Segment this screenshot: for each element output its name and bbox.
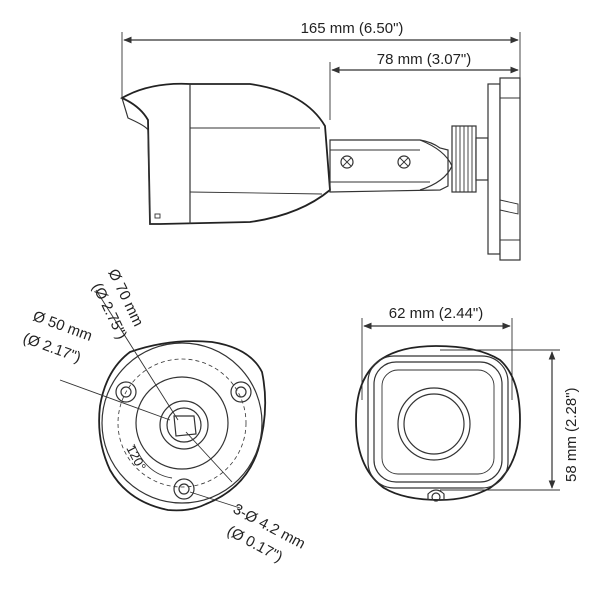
angle-label: 120° (123, 442, 149, 473)
front-view: 62 mm (2.44") 58 mm (2.28") (355, 305, 580, 502)
bottom-housing-outline (98, 340, 267, 512)
front-height-label: 58 mm (2.28") (563, 387, 580, 482)
front-housing-outline (355, 345, 521, 501)
camera-lens (397, 387, 471, 461)
bracket-length-label: 78 mm (3.07") (377, 51, 472, 68)
camera-body-side (120, 82, 331, 225)
mounting-base-side (487, 77, 521, 261)
mounting-hole-2 (230, 381, 252, 403)
front-width-label: 62 mm (2.44") (389, 305, 484, 322)
bottom-view: Ø 70 mm (Ø 2.75") Ø 50 mm (Ø 2.17") 120°… (21, 266, 308, 566)
threaded-joint-side (451, 125, 489, 193)
mounting-hole-1 (115, 381, 137, 403)
side-view: 165 mm (6.50") 78 mm (3.07") (120, 20, 521, 261)
front-screw-tab (427, 489, 445, 502)
mounting-hole-3 (173, 478, 195, 500)
bracket-arm-side (329, 139, 453, 193)
overall-length-label: 165 mm (6.50") (301, 20, 404, 37)
